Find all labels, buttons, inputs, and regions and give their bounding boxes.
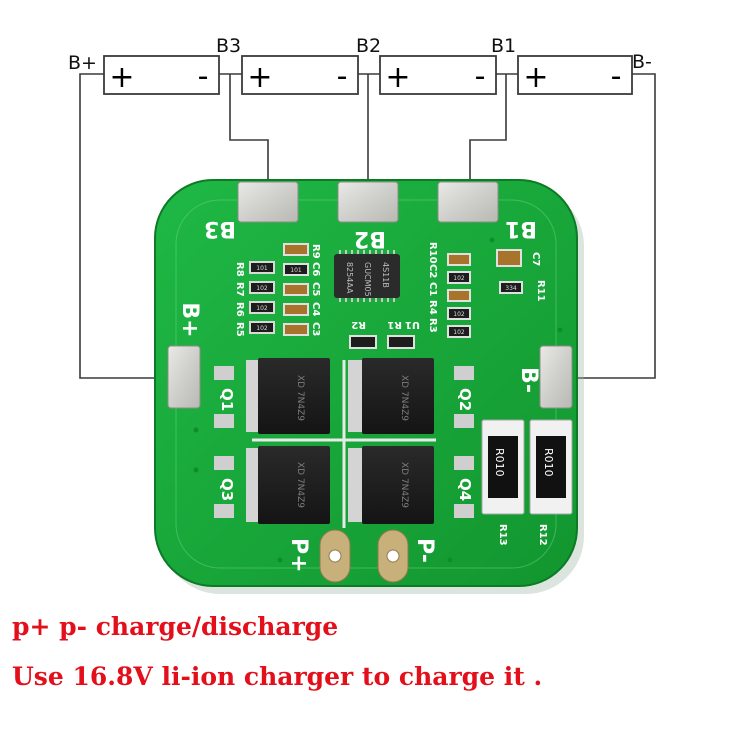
sense-resistor-r13: R010 R13 xyxy=(481,419,525,546)
resistor-value: R010 xyxy=(542,448,555,477)
smd-resistors-left: 101 102 102 102 xyxy=(249,261,275,334)
smd-caps-left: 101 xyxy=(283,243,309,336)
ref-q1: Q1 xyxy=(218,388,236,411)
pcb-label-b-minus: B- xyxy=(516,367,541,393)
ic-mark-1: 8254AA xyxy=(345,262,354,294)
pad-b3 xyxy=(237,181,299,223)
fet-code: XD 7N4Z9 xyxy=(295,375,305,421)
smd-r2 xyxy=(349,335,377,349)
battery-cell-1: + - xyxy=(103,55,220,95)
cell-minus-sign: - xyxy=(611,59,622,94)
ref-r13: R13 xyxy=(497,524,508,546)
chip-code: 101 xyxy=(290,267,302,274)
ref-r11: R11 xyxy=(535,280,546,302)
chip-code: 334 xyxy=(505,285,517,292)
ref-q4: Q4 xyxy=(456,478,474,501)
ref-r4: R4 xyxy=(427,300,438,315)
pcb-label-b-plus: B+ xyxy=(177,302,202,337)
via-dots xyxy=(193,237,563,563)
pad-b-minus xyxy=(539,345,573,409)
center-cross xyxy=(252,360,436,528)
sense-resistor-r12: R010 R12 xyxy=(529,419,573,546)
ref-r12: R12 xyxy=(537,524,548,546)
output-pad-p-minus xyxy=(377,529,409,583)
label-b-plus: B+ xyxy=(68,52,97,74)
ref-c3: C3 xyxy=(310,322,321,336)
output-pad-p-plus xyxy=(319,529,351,583)
cell-plus-sign: + xyxy=(247,60,272,95)
ref-r7: R7 xyxy=(234,282,245,297)
ref-c1: C1 xyxy=(427,282,438,296)
ref-q3: Q3 xyxy=(218,478,236,501)
smd-r1 xyxy=(387,335,415,349)
ref-c4: C4 xyxy=(310,302,321,316)
cell-minus-sign: - xyxy=(337,59,348,94)
ref-r3: R3 xyxy=(427,318,438,333)
caption-line-1: p+ p- charge/discharge xyxy=(12,612,339,641)
cell-node-labels: B+ B3 B2 B1 B- xyxy=(68,35,652,74)
ref-c5: C5 xyxy=(310,282,321,296)
ref-r6: R6 xyxy=(234,302,245,317)
wiring xyxy=(79,73,656,379)
chip-code: 102 xyxy=(453,275,465,282)
protection-ic: 8254AA GUCM05 4S11B xyxy=(334,250,400,302)
ref-r10: R10 xyxy=(427,242,438,264)
chip-code: 102 xyxy=(256,305,268,312)
ref-u1: U1 xyxy=(405,319,420,330)
pad-b1 xyxy=(437,181,499,223)
battery-cell-2: + - xyxy=(241,55,359,95)
chip-code: 102 xyxy=(256,285,268,292)
pcb-label-p-minus: P- xyxy=(412,538,437,563)
battery-cell-3: + - xyxy=(379,55,497,95)
mosfet-q1: XD 7N4Z9 xyxy=(214,358,330,434)
label-b-minus: B- xyxy=(632,51,652,73)
cell-plus-sign: + xyxy=(109,60,134,95)
cell-plus-sign: + xyxy=(385,60,410,95)
label-b3: B3 xyxy=(216,35,241,57)
cell-minus-sign: - xyxy=(475,59,486,94)
chip-code: 102 xyxy=(256,325,268,332)
pad-b2 xyxy=(337,181,399,223)
ref-r5: R5 xyxy=(234,322,245,337)
ref-c2: C2 xyxy=(427,264,438,278)
cap-c7 xyxy=(496,249,522,267)
cell-minus-sign: - xyxy=(198,59,209,94)
pcb-label-p-plus: P+ xyxy=(286,538,311,573)
resistor-value: R010 xyxy=(493,448,506,477)
ic-mark-2: GUCM05 xyxy=(363,262,372,297)
cell-plus-sign: + xyxy=(523,60,548,95)
label-b2: B2 xyxy=(356,35,381,57)
caption-line-2: Use 16.8V li-ion charger to charge it . xyxy=(12,662,543,691)
bms-wiring-diagram: + - + - + - + - B+ B3 B2 B1 B- xyxy=(68,35,656,594)
chip-code: 101 xyxy=(256,265,268,272)
pcb-board: B3 B2 B1 B+ B- 8254AA GUCM xyxy=(154,179,584,594)
ref-r8: R8 xyxy=(234,262,245,277)
mosfet-q2: XD 7N4Z9 xyxy=(348,358,474,434)
ref-r1: R1 xyxy=(387,319,402,330)
ref-c7: C7 xyxy=(530,252,541,266)
fet-code: XD 7N4Z9 xyxy=(399,462,409,508)
label-b1: B1 xyxy=(491,35,516,57)
fet-code: XD 7N4Z9 xyxy=(295,462,305,508)
smd-right: 102 102 102 xyxy=(447,253,471,338)
pcb-label-b2: B2 xyxy=(354,226,386,251)
ref-r2: R2 xyxy=(351,319,366,330)
mosfet-q4: XD 7N4Z9 xyxy=(348,446,474,524)
pcb-label-b1: B1 xyxy=(505,216,537,241)
chip-code: 102 xyxy=(453,311,465,318)
battery-cell-4: + - xyxy=(517,55,633,95)
ref-q2: Q2 xyxy=(456,388,474,411)
ref-c6: C6 xyxy=(310,262,321,276)
pcb-label-b3: B3 xyxy=(204,216,236,241)
chip-code: 102 xyxy=(453,329,465,336)
fet-code: XD 7N4Z9 xyxy=(399,375,409,421)
mosfet-q3: XD 7N4Z9 xyxy=(214,446,330,524)
pad-b-plus xyxy=(167,345,201,409)
smd-r11 xyxy=(499,281,523,294)
ic-mark-3: 4S11B xyxy=(381,262,390,288)
ref-r9: R9 xyxy=(310,244,321,259)
